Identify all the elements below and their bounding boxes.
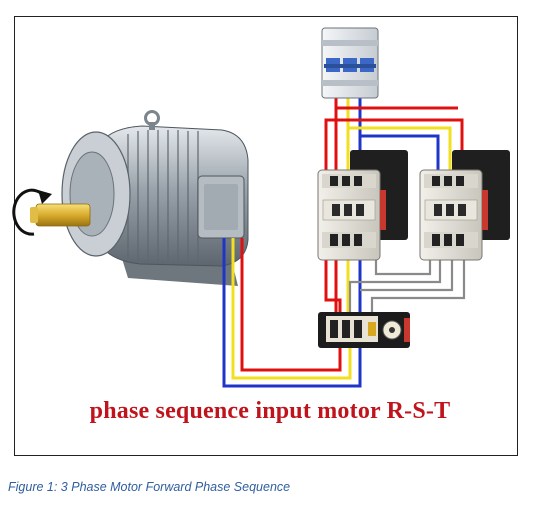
diagram-title: phase sequence input motor R-S-T [89,398,451,424]
control-wires [348,256,466,316]
rotation-arrow-icon [12,188,52,236]
circuit-breaker [321,27,379,99]
figure-caption: Figure 1: 3 Phase Motor Forward Phase Se… [8,480,291,494]
contactor-reverse [419,150,510,261]
contactor-forward [317,150,408,261]
electric-motor [30,110,249,286]
supply-wires [324,96,464,316]
overload-relay [318,312,410,348]
motor-feed-wires [222,238,362,388]
